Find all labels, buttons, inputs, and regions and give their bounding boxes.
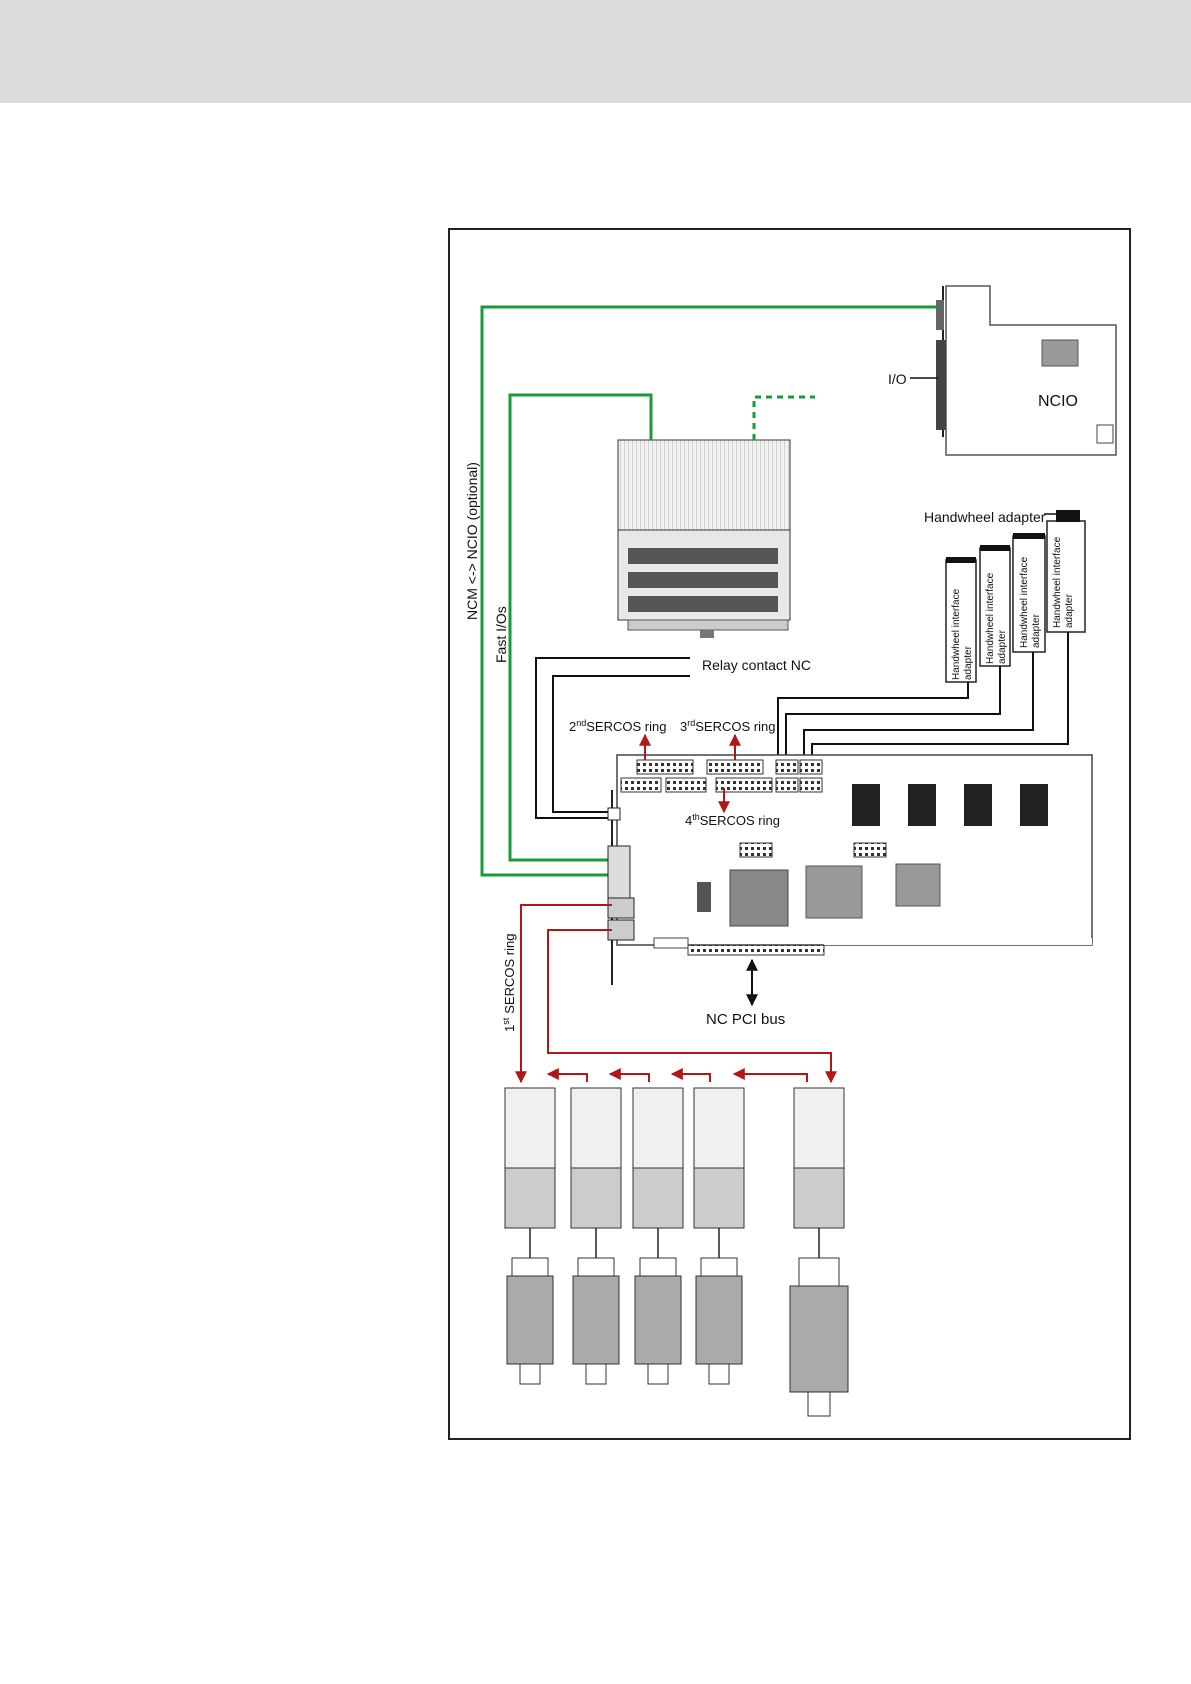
- motor: [790, 1258, 848, 1416]
- svg-text:4thSERCOS ring: 4thSERCOS ring: [685, 812, 780, 828]
- relay-contact-label: Relay contact NC: [702, 657, 811, 673]
- ncm-ncio-label: NCM <-> NCIO (optional): [464, 462, 480, 620]
- drive-unit: [694, 1088, 744, 1258]
- svg-text:Handwheel interface: Handwheel interface: [1019, 556, 1030, 648]
- nc-pci-bus: NC PCI bus: [706, 960, 785, 1028]
- svg-text:adapter: adapter: [963, 645, 974, 680]
- handwheel-adapter-label: Handwheel adapter: [924, 509, 1046, 525]
- handwheel-interface-adapter: Handwheel interface adapter: [1013, 533, 1045, 652]
- svg-text:Handwheel interface: Handwheel interface: [1052, 536, 1063, 628]
- io-module-dashed-link: [754, 397, 815, 440]
- motor: [635, 1258, 681, 1384]
- nc-pci-card: [608, 755, 1092, 985]
- motor: [507, 1258, 553, 1384]
- handwheel-interface-adapter: Handwheel interface adapter: [946, 557, 976, 682]
- drive-unit: [633, 1088, 683, 1258]
- fast-ios-label: Fast I/Os: [493, 606, 509, 663]
- handwheel-interface-adapter: Handwheel interface adapter: [980, 545, 1010, 666]
- ncio-label: NCIO: [1038, 393, 1078, 410]
- sercos-ring-2: 2ndSERCOS ring: [569, 718, 666, 760]
- svg-text:3rdSERCOS ring: 3rdSERCOS ring: [680, 718, 775, 734]
- svg-text:adapter: adapter: [1064, 593, 1075, 628]
- motor: [573, 1258, 619, 1384]
- svg-text:Handwheel interface: Handwheel interface: [951, 588, 962, 680]
- drive-unit: [505, 1088, 555, 1258]
- ncio-card: NCIO I/O: [888, 286, 1116, 455]
- svg-text:adapter: adapter: [1031, 613, 1042, 648]
- io-label: I/O: [888, 371, 907, 387]
- svg-text:2ndSERCOS ring: 2ndSERCOS ring: [569, 718, 666, 734]
- svg-text:adapter: adapter: [997, 629, 1008, 664]
- handwheel-adapter-group: Handwheel adapter Handwheel interface ad…: [924, 509, 1085, 682]
- drive-unit: [794, 1088, 844, 1258]
- sercos-ring-3: 3rdSERCOS ring: [680, 718, 775, 760]
- motor: [696, 1258, 742, 1384]
- nc-pci-bus-label: NC PCI bus: [706, 1011, 785, 1028]
- drive-unit: [571, 1088, 621, 1258]
- io-module: [618, 440, 790, 638]
- svg-text:1stSERCOS ring: 1stSERCOS ring: [501, 934, 517, 1032]
- svg-text:Handwheel interface: Handwheel interface: [985, 572, 996, 664]
- handwheel-interface-adapter: Handwheel interface adapter: [1047, 510, 1085, 632]
